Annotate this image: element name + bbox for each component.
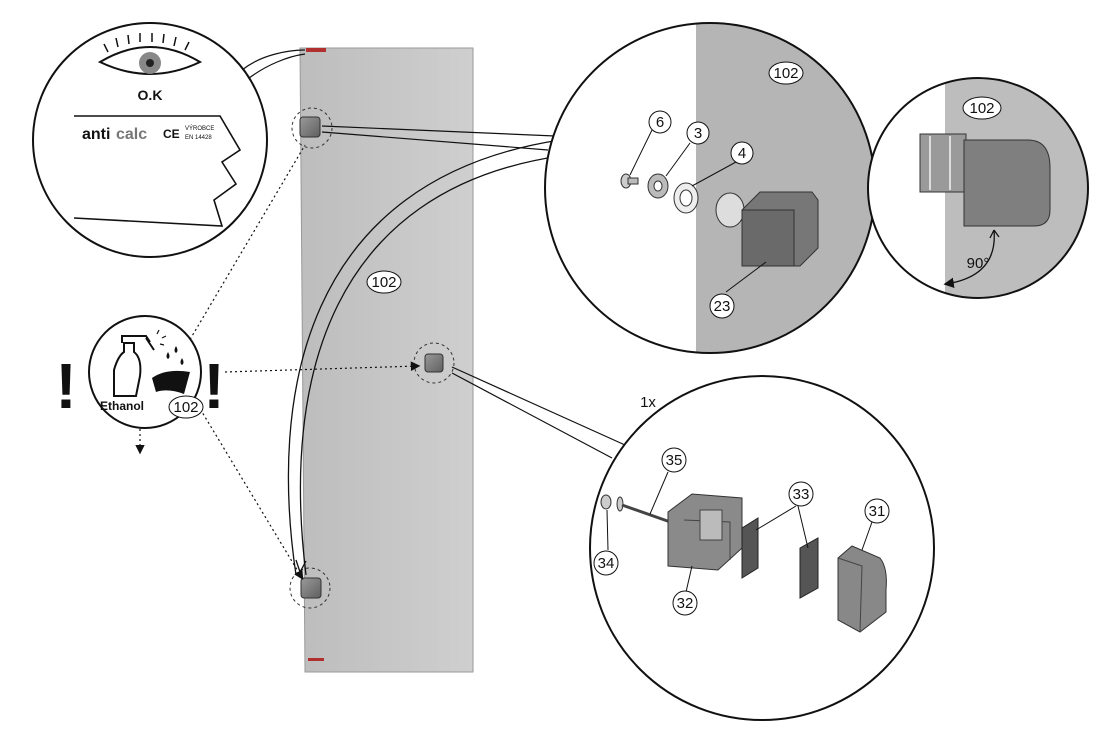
svg-text:102: 102 bbox=[773, 65, 798, 82]
ring-part-4 bbox=[673, 182, 699, 214]
cleaning-dotted-lines bbox=[135, 144, 421, 581]
droplets-icon bbox=[166, 346, 184, 365]
quantity-label: 1x bbox=[640, 394, 656, 411]
glass-panel: 102 bbox=[299, 47, 474, 673]
part-number-34: 34 bbox=[598, 555, 615, 572]
svg-text:102: 102 bbox=[969, 100, 994, 117]
eye-icon bbox=[97, 33, 203, 75]
part-callout-102-cleaning: 102 bbox=[168, 395, 204, 419]
hinge-top bbox=[291, 107, 333, 149]
gasket bbox=[715, 192, 745, 228]
part-callout-102-panel: 102 bbox=[366, 270, 402, 294]
angle-label: 90° bbox=[967, 255, 990, 272]
part-callout-102-top: 102 bbox=[768, 61, 804, 85]
gasket-part-33b bbox=[799, 537, 819, 599]
product-label-sticker: anti calc CE VÝROBCE EN 14428 bbox=[73, 115, 242, 227]
cover-part-31 bbox=[837, 545, 887, 633]
cloth-icon bbox=[152, 370, 190, 394]
angle-arrow bbox=[943, 229, 1000, 288]
svg-text:102: 102 bbox=[173, 399, 198, 416]
part-number-3: 3 bbox=[694, 125, 702, 142]
warning-mark-right: ! bbox=[203, 350, 224, 422]
ce-mark: CE bbox=[163, 127, 180, 141]
part-number-33: 33 bbox=[793, 486, 810, 503]
hinge-block-angle bbox=[963, 139, 1051, 227]
ok-label: O.K bbox=[138, 87, 163, 103]
spray-bottle-icon bbox=[113, 329, 167, 397]
brand-suffix: calc bbox=[116, 126, 147, 143]
callout-lines bbox=[241, 49, 626, 459]
maker-line-1: VÝROBCE bbox=[185, 125, 214, 132]
part-number-23: 23 bbox=[714, 298, 731, 315]
screw-part-6 bbox=[620, 173, 639, 189]
inspection-detail: O.K anti calc CE VÝROBCE EN 14428 bbox=[32, 22, 268, 258]
hinge-angle-detail: 102 90° bbox=[867, 77, 1089, 299]
part-labels-kit bbox=[593, 447, 890, 616]
part-number-4: 4 bbox=[738, 145, 746, 162]
washer-part-3 bbox=[647, 173, 669, 199]
bolt-part-35 bbox=[616, 496, 677, 526]
hinge-bottom bbox=[289, 567, 331, 609]
hinge-block-part-23 bbox=[741, 191, 819, 267]
svg-text:102: 102 bbox=[371, 274, 396, 291]
part-callout-102-angle: 102 bbox=[962, 96, 1002, 120]
panel-label-mark-bottom bbox=[308, 658, 324, 661]
part-number-35: 35 bbox=[666, 452, 683, 469]
part-labels-top bbox=[629, 110, 767, 319]
maker-line-2: EN 14428 bbox=[185, 135, 212, 141]
cleaning-instruction: ! ! Ethanol 102 bbox=[55, 315, 225, 429]
part-number-6: 6 bbox=[656, 114, 664, 131]
part-number-31: 31 bbox=[869, 503, 886, 520]
part-number-32: 32 bbox=[677, 595, 694, 612]
ethanol-label: Ethanol bbox=[100, 399, 144, 413]
panel-label-mark bbox=[306, 48, 326, 52]
clamp-part-32 bbox=[667, 493, 743, 571]
warning-mark-left: ! bbox=[55, 350, 76, 422]
hinge-plate bbox=[919, 133, 967, 193]
gasket-part-33a bbox=[741, 517, 759, 579]
brand-prefix: anti bbox=[82, 126, 110, 143]
hinge-exploded-detail: 102 bbox=[544, 22, 876, 354]
handle-kit-detail: 1x bbox=[589, 375, 935, 721]
washer-part-34 bbox=[600, 494, 612, 510]
